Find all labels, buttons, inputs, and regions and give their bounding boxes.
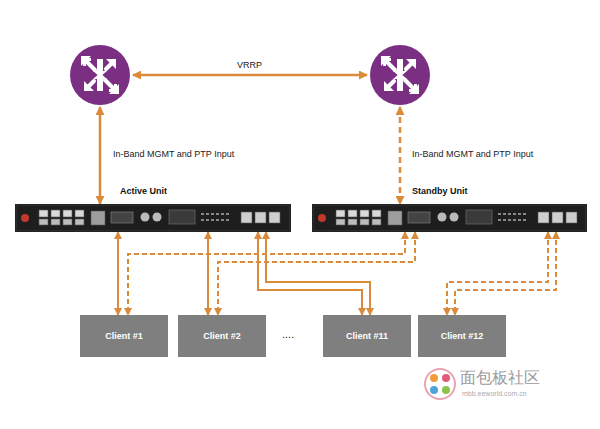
link-label: In-Band MGMT and PTP Input <box>412 149 533 159</box>
link-line <box>447 232 548 315</box>
vrrp-link <box>133 74 367 77</box>
client-name: Client #11 <box>346 331 388 341</box>
client-name: Client #1 <box>105 331 143 341</box>
client-box: Client #11 <box>323 315 411 357</box>
link-line <box>266 232 370 315</box>
link-label: In-Band MGMT and PTP Input <box>113 149 234 159</box>
watermark: 面包板社区 <box>460 368 540 389</box>
link-line <box>455 232 556 315</box>
link-line <box>207 232 209 315</box>
client-box: Client #1 <box>80 315 168 357</box>
watermark: mbb.eeworld.com.cn <box>462 390 527 397</box>
link-connector <box>208 232 209 315</box>
device-panel <box>15 204 291 232</box>
unit-heading: Active Unit <box>120 186 167 196</box>
client-box: Client #2 <box>178 315 266 357</box>
link-connector <box>258 232 370 315</box>
link-line <box>128 232 405 315</box>
link-connector <box>118 232 119 315</box>
unit-heading: Standby Unit <box>412 186 468 196</box>
link-line <box>218 232 415 315</box>
router-icon <box>70 45 130 105</box>
router-icon <box>370 45 430 105</box>
network-unit: Standby Unit <box>312 186 587 232</box>
link-label: VRRP <box>237 60 262 70</box>
client-name: Client #2 <box>203 331 241 341</box>
device-panel <box>312 204 587 232</box>
link-connector <box>128 232 405 315</box>
client-box: Client #12 <box>418 315 506 357</box>
link-line <box>117 232 119 315</box>
link-line <box>258 232 362 315</box>
mgmt-link <box>99 107 102 204</box>
link-connector <box>218 232 415 315</box>
link-connector <box>447 232 556 315</box>
watermark-logo <box>425 369 455 399</box>
network-unit: Active Unit <box>15 186 291 232</box>
client-name: Client #12 <box>441 331 484 341</box>
mgmt-link <box>399 107 402 204</box>
link-label: .... <box>282 328 294 340</box>
